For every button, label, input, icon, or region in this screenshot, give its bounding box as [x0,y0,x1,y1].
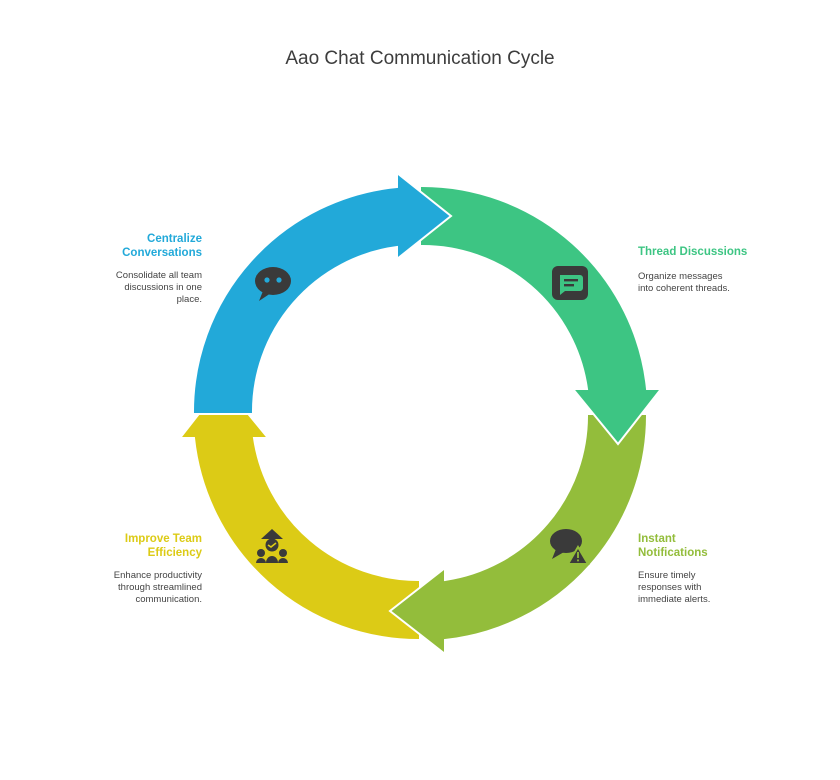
step-desc-line: through streamlined [118,582,202,593]
step-label-line: Improve Team [124,533,202,545]
step-desc-efficiency: Enhance productivity through streamlined… [92,570,202,606]
step-label-line: Thread Discussions [638,246,748,258]
step-label-notifications: Instant Notifications [638,532,788,560]
step-label-efficiency: Improve Team Efficiency [52,532,202,560]
step-label-line: Efficiency [147,547,202,559]
step-desc-line: Enhance productivity [113,570,202,581]
step-desc-line: Consolidate all team [115,270,202,281]
message-thread-icon [552,266,588,300]
step-desc-line: responses with [638,582,702,593]
team-growth-icon [256,529,288,563]
step-desc-line: into coherent threads. [638,283,730,294]
step-desc-thread: Organize messages into coherent threads. [638,271,748,295]
arrow-centralize-conversations [191,170,453,415]
step-label-line: Notifications [638,547,708,559]
step-desc-line: communication. [135,594,202,605]
step-label-line: Instant [638,533,676,545]
step-label-line: Centralize [147,233,202,245]
arrow-improve-efficiency [177,381,421,642]
arrow-instant-notifications [388,413,649,657]
step-desc-line: Organize messages [638,271,723,282]
step-desc-line: Ensure timely [638,570,696,581]
step-desc-line: discussions in one [124,282,202,293]
step-label-line: Conversations [122,247,202,259]
diagram-title: Aao Chat Communication Cycle [285,48,555,69]
chat-bubble-icon [255,267,291,301]
step-desc-line: immediate alerts. [638,594,711,605]
step-label-thread: Thread Discussions [638,245,788,259]
alert-chat-icon [550,529,590,565]
step-label-centralize: Centralize Conversations [52,232,202,260]
step-desc-centralize: Consolidate all team discussions in one … [92,270,202,306]
step-desc-notifications: Ensure timely responses with immediate a… [638,570,748,606]
arrow-thread-discussions [419,184,664,446]
step-desc-line: place. [176,294,202,305]
